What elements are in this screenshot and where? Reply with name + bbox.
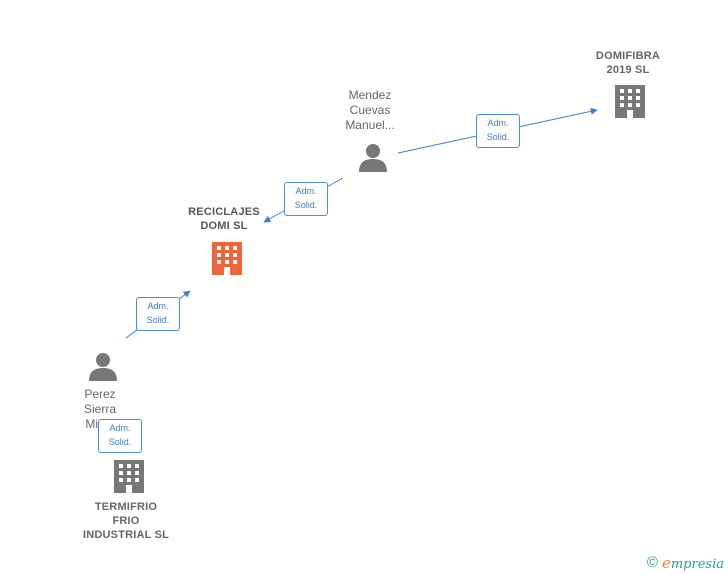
copyright-icon: ©: [646, 554, 658, 571]
empresia-footer[interactable]: © empresia: [647, 554, 724, 572]
mendez-person-icon[interactable]: [359, 144, 387, 172]
domifibra-label[interactable]: DOMIFIBRA 2019 SL: [595, 50, 661, 76]
edge-label-line2: Solid.: [108, 437, 132, 447]
empresia-logo: empresia: [662, 554, 724, 572]
mendez-label[interactable]: Mendez Cuevas Manuel...: [345, 88, 395, 132]
edge-label-line2: Solid.: [294, 200, 318, 210]
edge-label-perez-reciclajes[interactable]: Adm. Solid.: [136, 297, 180, 331]
edge-label-mendez-domifibra[interactable]: Adm. Solid.: [476, 114, 520, 148]
edge-label-line1: Adm.: [295, 186, 317, 196]
domifibra-building-icon[interactable]: [615, 85, 645, 118]
edge-label-line1: Adm.: [487, 118, 509, 128]
reciclajes-building-icon[interactable]: [212, 242, 242, 275]
edge-label-perez-termifrio[interactable]: Adm. Solid.: [98, 419, 142, 453]
edge-label-line2: Solid.: [146, 315, 170, 325]
reciclajes-label[interactable]: RECICLAJES DOMI SL: [188, 206, 260, 232]
brand-rest: mpresia: [670, 557, 724, 572]
edge-label-mendez-reciclajes[interactable]: Adm. Solid.: [284, 182, 328, 216]
edge-label-line1: Adm.: [147, 301, 169, 311]
perez-person-icon[interactable]: [89, 353, 117, 381]
termifrio-building-icon[interactable]: [114, 460, 144, 493]
brand-initial: e: [661, 554, 671, 572]
edge-label-line2: Solid.: [486, 132, 510, 142]
edge-label-line1: Adm.: [109, 423, 131, 433]
termifrio-label[interactable]: TERMIFRIO FRIO INDUSTRIAL SL: [82, 501, 170, 541]
